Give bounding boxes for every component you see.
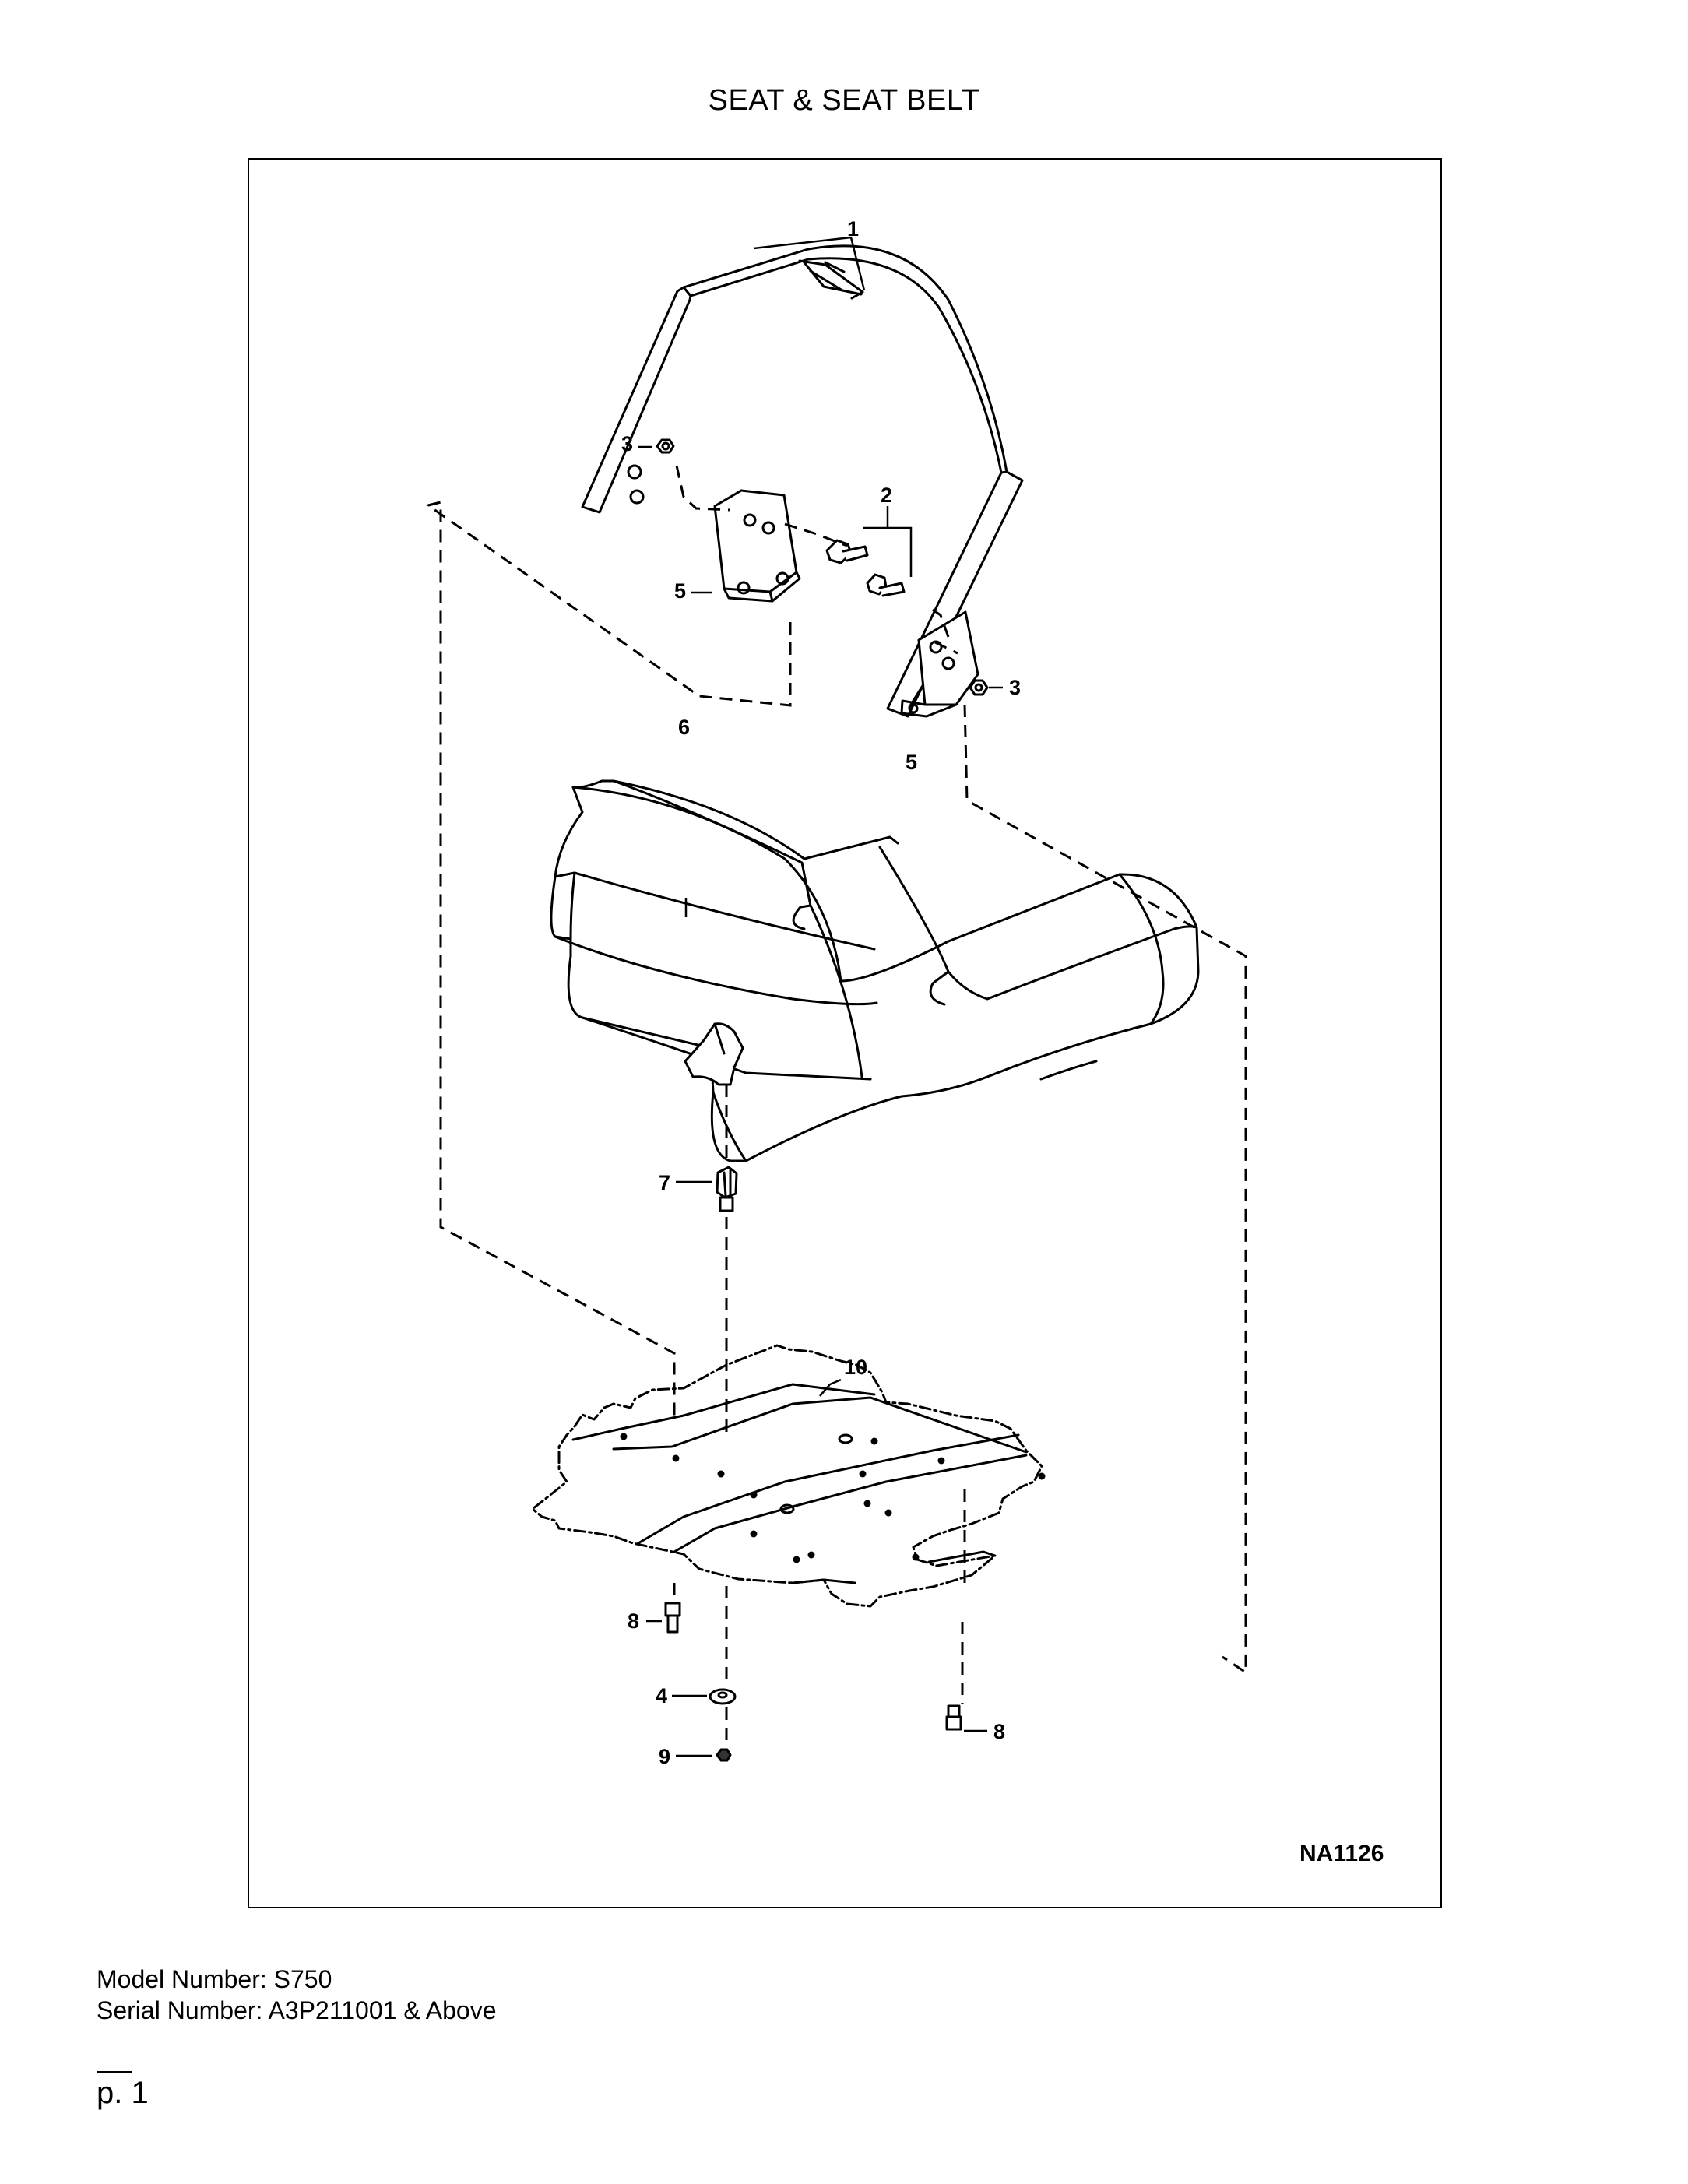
bolt-part-8-left	[664, 1602, 681, 1634]
callout-4: 4	[656, 1684, 667, 1707]
leader-lines	[638, 236, 1003, 1757]
callout-8-left: 8	[628, 1609, 639, 1633]
exploded-parts-diagram: 1 3 2 5 3 5 6 7 10 8 4 9 8 NA1126	[425, 217, 1384, 1866]
callout-6: 6	[678, 716, 690, 739]
page-number-rule	[97, 2071, 132, 2073]
nut-part-9	[716, 1748, 732, 1762]
seat-part-6	[550, 779, 1200, 1162]
floor-pan-part-10	[531, 1344, 1046, 1608]
page-title: SEAT & SEAT BELT	[708, 84, 980, 117]
callout-5-right: 5	[906, 751, 917, 774]
washer-part-4	[709, 1688, 737, 1705]
callout-7: 7	[659, 1171, 670, 1194]
serial-number: Serial Number: A3P211001 & Above	[97, 1996, 497, 2024]
assembly-guide-lines	[425, 465, 1247, 1746]
callout-2: 2	[881, 484, 892, 507]
mount-bracket-part-5-right	[900, 610, 979, 718]
diagram-frame	[248, 158, 1442, 1908]
page-number: p. 1	[97, 2076, 149, 2110]
callout-labels: 1 3 2 5 3 5 6 7 10 8 4 9 8	[621, 217, 1021, 1768]
bolt-part-8-right	[945, 1704, 962, 1731]
callout-10: 10	[844, 1356, 867, 1379]
bolt-part-2-lower	[866, 573, 906, 597]
callout-3-lower: 3	[1009, 676, 1021, 699]
callout-5-left: 5	[674, 579, 686, 603]
nut-part-3-upper	[656, 438, 675, 454]
bolt-part-2-upper	[825, 539, 869, 564]
model-number: Model Number: S750	[97, 1965, 332, 1993]
model-info: Model Number: S750 Serial Number: A3P211…	[97, 1964, 497, 2026]
callout-9: 9	[659, 1745, 670, 1768]
callout-3-upper: 3	[621, 432, 633, 455]
figure-code: NA1126	[1299, 1841, 1384, 1866]
standoff-part-7	[716, 1166, 738, 1212]
callout-8-right: 8	[993, 1720, 1005, 1743]
callout-1: 1	[847, 217, 859, 241]
mount-bracket-part-5-left	[713, 489, 801, 603]
